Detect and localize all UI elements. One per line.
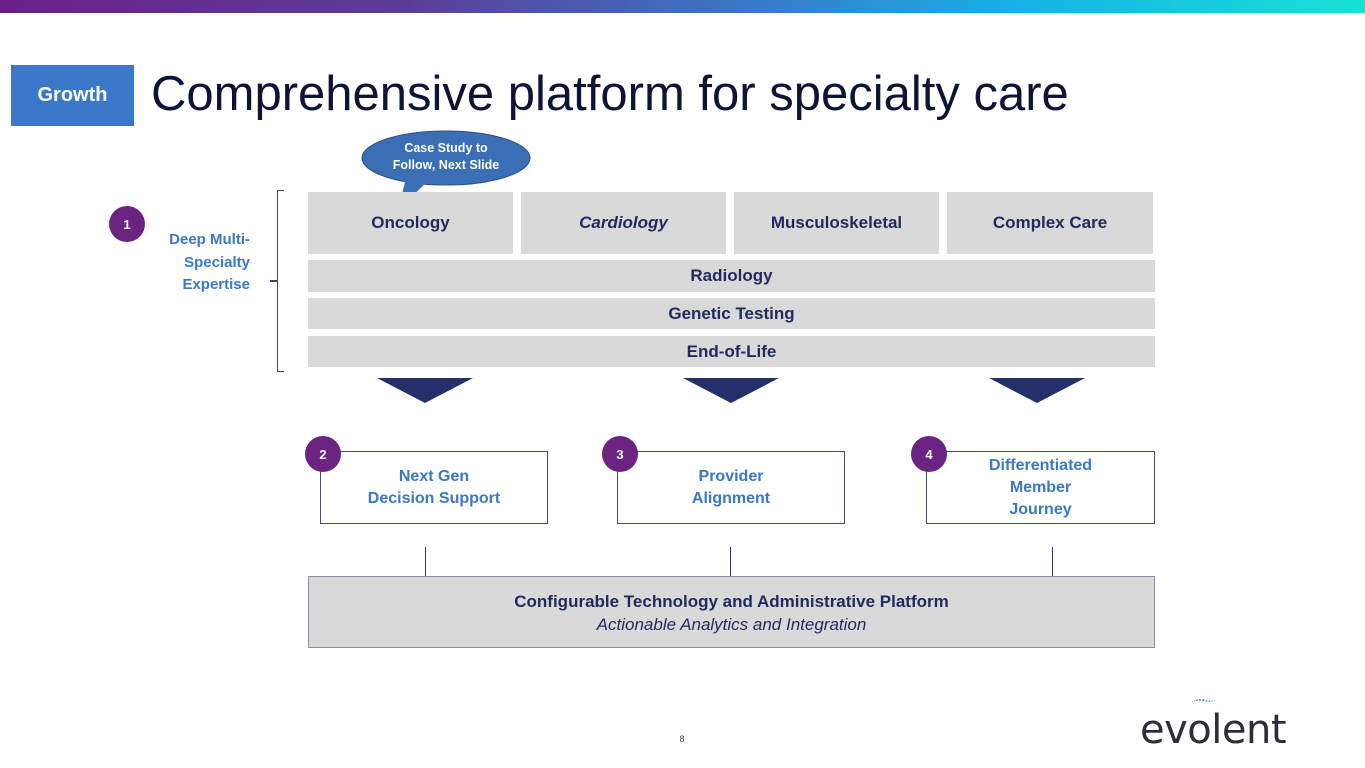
platform-title: Configurable Technology and Administrati… — [514, 592, 949, 611]
connector-line — [1052, 547, 1054, 576]
specialty-oncology: Oncology — [308, 192, 513, 254]
down-arrow-icon — [683, 378, 779, 403]
badge-1: 1 — [109, 206, 145, 242]
badge-2: 2 — [305, 436, 341, 472]
capability-provider-alignment: Provider Alignment — [617, 451, 845, 524]
capability-decision-support: Next Gen Decision Support — [320, 451, 548, 524]
badge-4: 4 — [911, 436, 947, 472]
pillar-label-line-2: Specialty — [184, 253, 250, 271]
evolent-logo: evolent — [1140, 707, 1287, 753]
down-arrow-icon — [377, 378, 473, 403]
connector-line — [730, 547, 732, 576]
capability-line: Next Gen — [398, 467, 470, 485]
specialty-complex-care: Complex Care — [947, 192, 1153, 254]
top-gradient-bar — [0, 0, 1365, 13]
row-radiology: Radiology — [308, 260, 1155, 292]
callout-line-2: Follow, Next Slide — [392, 158, 500, 172]
platform-box: Configurable Technology and Administrati… — [308, 576, 1155, 648]
page-number: 8 — [679, 734, 685, 744]
pillar-label-line-3: Expertise — [182, 276, 250, 293]
capability-member-journey: Differentiated Member Journey — [926, 451, 1155, 524]
specialty-musculoskeletal: Musculoskeletal — [734, 192, 939, 254]
capability-line: Provider — [698, 467, 764, 485]
bracket-tick — [270, 280, 278, 282]
page-title: Comprehensive platform for specialty car… — [151, 67, 1069, 121]
badge-3: 3 — [602, 436, 638, 472]
connector-line — [425, 547, 427, 576]
evolent-logo-dots-icon — [1191, 698, 1215, 703]
capability-line: Journey — [1009, 500, 1072, 518]
row-end-of-life: End-of-Life — [308, 336, 1155, 367]
bracket — [277, 190, 284, 372]
capability-line: Member — [1009, 478, 1072, 496]
specialty-cardiology: Cardiology — [521, 192, 726, 254]
callout-text: Case Study to Follow, Next Slide — [361, 140, 531, 174]
platform-subtitle: Actionable Analytics and Integration — [596, 615, 867, 634]
callout-line-1: Case Study to — [404, 141, 488, 155]
capability-line: Alignment — [691, 489, 771, 507]
section-tag: Growth — [11, 65, 134, 126]
capability-line: Differentiated — [988, 456, 1093, 474]
row-genetic-testing: Genetic Testing — [308, 298, 1155, 329]
down-arrow-icon — [989, 378, 1085, 403]
capability-line: Decision Support — [367, 489, 501, 507]
pillar-label: Deep Multi- Specialty Expertise — [140, 229, 250, 297]
pillar-label-line-1: Deep Multi- — [169, 231, 250, 248]
